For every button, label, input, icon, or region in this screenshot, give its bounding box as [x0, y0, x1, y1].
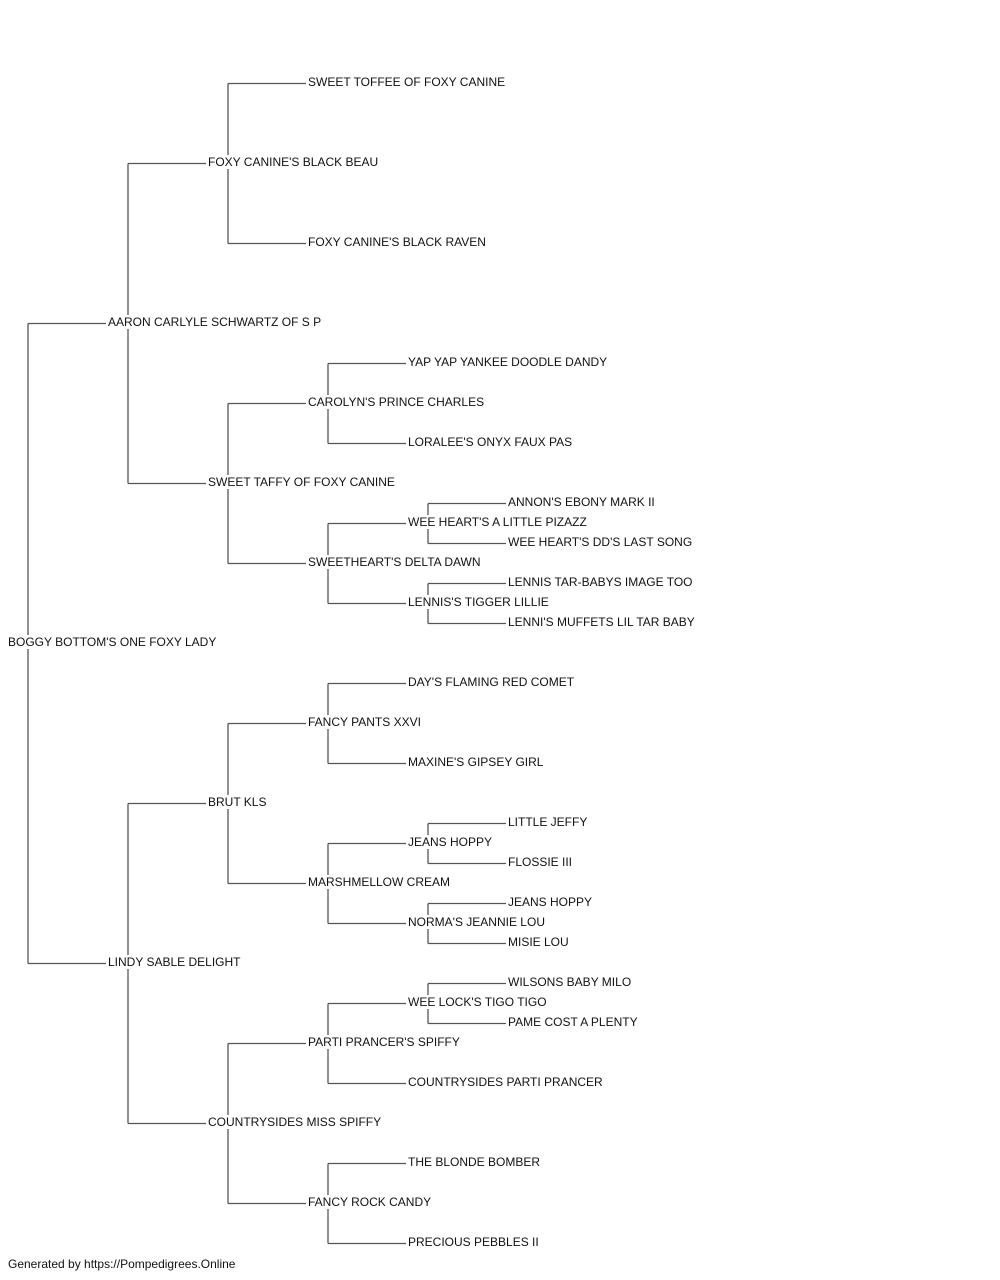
pedigree-node-sire: AARON CARLYLE SCHWARTZ OF S P — [108, 315, 324, 329]
pedigree-node-dam-sire: BRUT KLS — [208, 795, 269, 809]
pedigree-node-dam-sire-dam-sire-sire: LITTLE JEFFY — [508, 815, 590, 829]
pedigree-node-sire-dam-dam: SWEETHEART'S DELTA DAWN — [308, 555, 483, 569]
pedigree-node-dam-dam-dam-sire: THE BLONDE BOMBER — [408, 1155, 543, 1169]
pedigree-node-dam-dam-sire-sire-sire: WILSONS BABY MILO — [508, 975, 634, 989]
pedigree-node-sire-dam-dam-sire-dam: WEE HEART'S DD'S LAST SONG — [508, 535, 695, 549]
pedigree-node-dam: LINDY SABLE DELIGHT — [108, 955, 243, 969]
pedigree-node-sire-dam-sire-dam: LORALEE'S ONYX FAUX PAS — [408, 435, 575, 449]
pedigree-node-dam-dam-sire-dam: COUNTRYSIDES PARTI PRANCER — [408, 1075, 605, 1089]
pedigree-node-sire-dam-sire: CAROLYN'S PRINCE CHARLES — [308, 395, 487, 409]
pedigree-node-sire-sire: FOXY CANINE'S BLACK BEAU — [208, 155, 381, 169]
pedigree-node-sire-sire-dam: FOXY CANINE'S BLACK RAVEN — [308, 235, 488, 249]
pedigree-node-sire-dam-dam-dam-sire: LENNIS TAR-BABYS IMAGE TOO — [508, 575, 695, 589]
pedigree-node-sire-dam: SWEET TAFFY OF FOXY CANINE — [208, 475, 397, 489]
pedigree-node-dam-dam: COUNTRYSIDES MISS SPIFFY — [208, 1115, 384, 1129]
pedigree-node-dam-dam-sire: PARTI PRANCER'S SPIFFY — [308, 1035, 462, 1049]
pedigree-node-sire-sire-sire: SWEET TOFFEE OF FOXY CANINE — [308, 75, 508, 89]
pedigree-node-dam-sire-dam-sire-dam: FLOSSIE III — [508, 855, 575, 869]
footer-credit: Generated by https://Pompedigrees.Online — [8, 1257, 236, 1271]
pedigree-node-dam-sire-dam-dam-dam: MISIE LOU — [508, 935, 571, 949]
pedigree-node-dam-sire-sire-dam: MAXINE'S GIPSEY GIRL — [408, 755, 546, 769]
pedigree-node-dam-sire-dam-dam: NORMA'S JEANNIE LOU — [408, 915, 547, 929]
pedigree-node-dam-sire-sire-sire: DAY'S FLAMING RED COMET — [408, 675, 577, 689]
pedigree-node-dam-dam-dam-dam: PRECIOUS PEBBLES II — [408, 1235, 541, 1249]
pedigree-node-sire-dam-dam-dam: LENNIS'S TIGGER LILLIE — [408, 595, 551, 609]
pedigree-node-dam-sire-sire: FANCY PANTS XXVI — [308, 715, 423, 729]
pedigree-node-dam-sire-dam-sire: JEANS HOPPY — [408, 835, 495, 849]
pedigree-node-sire-dam-dam-sire: WEE HEART'S A LITTLE PIZAZZ — [408, 515, 589, 529]
pedigree-node-dam-sire-dam: MARSHMELLOW CREAM — [308, 875, 453, 889]
pedigree-node-dam-dam-dam: FANCY ROCK CANDY — [308, 1195, 434, 1209]
pedigree-node-dam-dam-sire-sire: WEE LOCK'S TIGO TIGO — [408, 995, 549, 1009]
pedigree-node-sire-dam-dam-dam-dam: LENNI'S MUFFETS LIL TAR BABY — [508, 615, 697, 629]
pedigree-node-dam-sire-dam-dam-sire: JEANS HOPPY — [508, 895, 595, 909]
pedigree-node-dam-dam-sire-sire-dam: PAME COST A PLENTY — [508, 1015, 640, 1029]
pedigree-node-sire-dam-sire-sire: YAP YAP YANKEE DOODLE DANDY — [408, 355, 610, 369]
pedigree-node-sire-dam-dam-sire-sire: ANNON'S EBONY MARK II — [508, 495, 657, 509]
pedigree-node-subject: BOGGY BOTTOM'S ONE FOXY LADY — [8, 635, 219, 649]
